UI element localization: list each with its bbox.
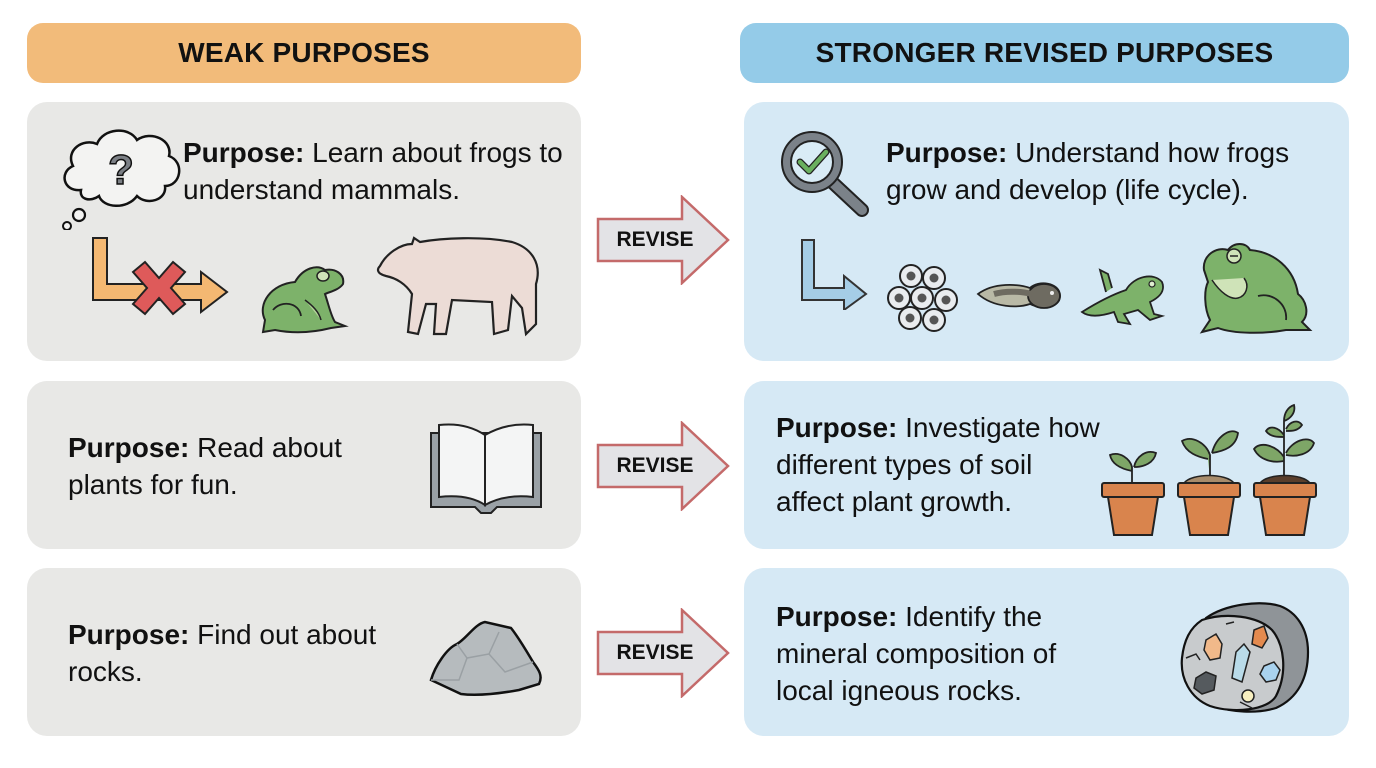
weak-purpose-text: Purpose: Find out about rocks. bbox=[68, 616, 398, 690]
purpose-description: Understand how frogs grow and develop (l… bbox=[886, 137, 1290, 205]
adult-frog-icon bbox=[1199, 243, 1313, 334]
crossed-out-arrow-icon bbox=[92, 237, 229, 316]
purpose-label: Purpose: bbox=[776, 601, 898, 632]
weak-purpose-text: Purpose: Learn about frogs to understand… bbox=[183, 134, 573, 208]
purpose-description: Investigate how different types of soil … bbox=[776, 412, 1100, 517]
weak-purpose-card-frogs: ? Purpose: Learn about frogs to understa… bbox=[27, 102, 581, 361]
potted-plant-sandy-soil-icon bbox=[1177, 430, 1241, 536]
weak-purpose-card-rocks: Purpose: Find out about rocks. bbox=[27, 568, 581, 736]
strong-purpose-card-plants: Purpose: Investigate how different types… bbox=[744, 381, 1349, 549]
revise-label: REVISE bbox=[616, 228, 694, 251]
strong-purpose-text: Purpose: Identify the mineral compositio… bbox=[776, 598, 1116, 709]
bear-icon bbox=[376, 236, 539, 337]
froglet-icon bbox=[1080, 268, 1166, 326]
tadpole-icon bbox=[976, 282, 1061, 309]
strong-purpose-text: Purpose: Understand how frogs grow and d… bbox=[886, 134, 1336, 208]
purpose-description: Identify the mineral composition of loca… bbox=[776, 601, 1057, 706]
purpose-description: Find out about rocks. bbox=[68, 619, 377, 687]
purpose-label: Purpose: bbox=[68, 619, 190, 650]
strong-purpose-card-rocks: Purpose: Identify the mineral compositio… bbox=[744, 568, 1349, 736]
potted-seedling-icon bbox=[1101, 451, 1165, 536]
weak-purpose-text: Purpose: Read about plants for fun. bbox=[68, 429, 398, 503]
weak-purposes-header: WEAK PURPOSES bbox=[27, 23, 581, 83]
weak-purpose-card-plants: Purpose: Read about plants for fun. bbox=[27, 381, 581, 549]
purpose-label: Purpose: bbox=[776, 412, 898, 443]
frog-icon bbox=[261, 266, 349, 334]
revise-label: REVISE bbox=[616, 454, 694, 477]
revise-arrow-3: REVISE bbox=[596, 608, 730, 698]
igneous-rock-crystals-icon bbox=[1180, 602, 1310, 713]
purpose-label: Purpose: bbox=[183, 137, 305, 168]
purpose-description: Read about plants for fun. bbox=[68, 432, 342, 500]
purpose-label: Purpose: bbox=[886, 137, 1008, 168]
strong-purpose-text: Purpose: Investigate how different types… bbox=[776, 409, 1106, 520]
frog-eggs-icon bbox=[887, 264, 958, 332]
stronger-purposes-header: STRONGER REVISED PURPOSES bbox=[740, 23, 1349, 83]
open-book-icon bbox=[430, 423, 542, 514]
revise-arrow-2: REVISE bbox=[596, 421, 730, 511]
revise-label: REVISE bbox=[616, 641, 694, 664]
thought-cloud-question-icon: ? bbox=[62, 129, 181, 230]
svg-text:?: ? bbox=[108, 146, 134, 193]
revise-arrow-1: REVISE bbox=[596, 195, 730, 285]
strong-purpose-card-frogs: Purpose: Understand how frogs grow and d… bbox=[744, 102, 1349, 361]
rock-icon bbox=[429, 620, 542, 697]
purpose-description: Learn about frogs to understand mammals. bbox=[183, 137, 563, 205]
magnifier-check-icon bbox=[781, 131, 869, 217]
potted-plant-rich-soil-icon bbox=[1252, 403, 1317, 536]
arrow-icon bbox=[801, 239, 868, 310]
purpose-label: Purpose: bbox=[68, 432, 190, 463]
